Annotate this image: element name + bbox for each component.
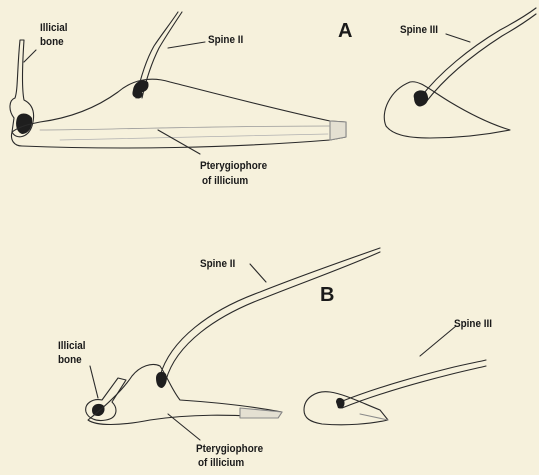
panel-a-spine-ii-label: Spine II (208, 34, 243, 46)
panel-a-leader-illicial (24, 50, 36, 62)
panel-a-pterygiophore-label-line1: Pterygiophore (200, 160, 267, 172)
panel-b-drawings (86, 248, 486, 440)
panel-a-leader-pterygiophore (158, 130, 200, 154)
panel-b-leader-illicial (90, 366, 98, 398)
panel-b-leader-pterygiophore (168, 414, 200, 440)
panel-b-spine-ii (160, 248, 380, 380)
panel-a-drawings (10, 8, 536, 154)
panel-a-leader-spine-ii (168, 42, 205, 48)
panel-b-pterygiophore-tip (240, 408, 282, 418)
panel-b-letter: B (320, 284, 334, 307)
panel-a-spine-iii-label: Spine III (400, 24, 438, 36)
panel-a-pterygiophore-inner (40, 126, 330, 130)
panel-b-spine-iii-label: Spine III (454, 318, 492, 330)
panel-b-pterygiophore-label-line1: Pterygiophore (196, 443, 263, 455)
panel-a-spine-iii-shaft (420, 8, 536, 102)
panel-a-pterygiophore-inner2 (60, 134, 328, 140)
panel-a-spine-ii-base (132, 80, 148, 98)
panel-b-illicial-bone-label-line1: Illicial (58, 340, 86, 352)
panel-a-pterygiophore-tip (330, 121, 346, 140)
panel-b-leader-spine-iii (420, 326, 456, 356)
panel-a-illicial-bone-label-line1: Illicial (40, 22, 68, 34)
panel-a-illicial-bone-label-line2: bone (40, 36, 64, 48)
panel-b-spine-ii-base (156, 372, 167, 388)
panel-b-pterygiophore-label-line2: of illicium (198, 457, 244, 469)
panel-b-illicial-bone-label-line2: bone (58, 354, 82, 366)
panel-a-pterygiophore-label-line2: of illicium (202, 175, 248, 187)
panel-b-leader-spine-ii (250, 264, 266, 282)
panel-b-spine-iii-shaft (340, 360, 486, 408)
panel-a-spine-iii-base (414, 90, 428, 106)
panel-b-spine-ii-label: Spine II (200, 258, 235, 270)
panel-b-spine-iii-base (336, 398, 345, 409)
panel-a-letter: A (338, 20, 352, 43)
panel-a-leader-spine-iii (446, 34, 470, 42)
panel-a-spine-iii-bone (384, 82, 510, 138)
panel-b-illicial-bone (86, 378, 126, 421)
panel-b-spine-iii-bone (304, 392, 388, 425)
panel-b-illicial-bone-condyle (92, 404, 105, 416)
